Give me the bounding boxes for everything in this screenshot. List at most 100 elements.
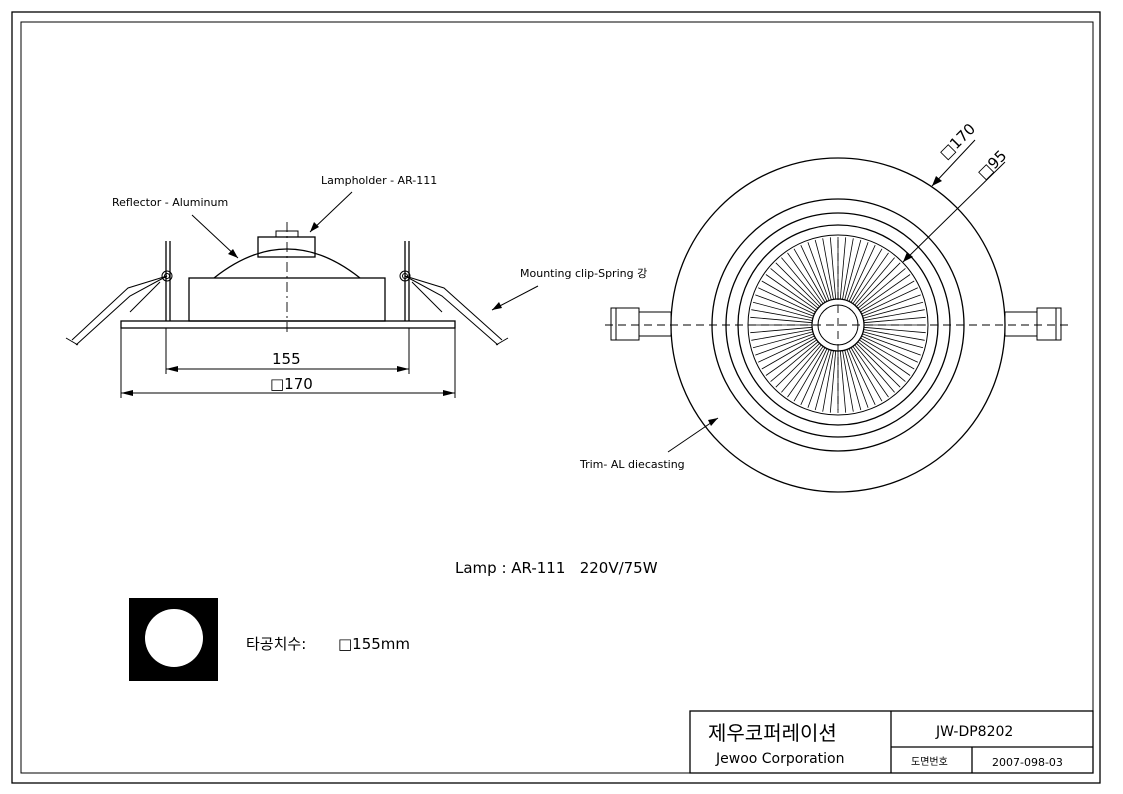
facet-ray: [800, 348, 828, 405]
lampholder: [257, 236, 316, 258]
lampholder-label: Lampholder - AR-111: [321, 174, 437, 187]
facet-ray: [862, 333, 921, 356]
facet-ray: [857, 341, 906, 382]
facet-ray: [852, 346, 889, 398]
facet-ray: [800, 245, 828, 302]
facet-ray: [862, 301, 924, 319]
facet-ray: [758, 335, 815, 363]
facet-ray: [770, 341, 819, 382]
facet-ray: [839, 350, 847, 413]
facet-ray: [863, 309, 925, 321]
facet-ray: [781, 257, 822, 306]
facet-ray: [755, 294, 814, 317]
cutout-label: 타공치수:: [246, 635, 306, 653]
facet-ray: [761, 280, 816, 313]
side-view: [65, 191, 539, 398]
facet-ray: [862, 331, 924, 349]
facet-ray: [861, 287, 918, 315]
outer-border: [11, 11, 1101, 784]
facet-ray: [844, 239, 862, 301]
cutout-symbol: [129, 598, 218, 681]
facet-ray: [848, 348, 876, 405]
dim-side-width: 155: [272, 350, 301, 368]
facet-ray: [829, 350, 837, 413]
facet-ray: [752, 331, 814, 349]
facet-ray: [787, 346, 824, 398]
facet-ray: [770, 268, 819, 309]
facet-ray: [793, 248, 826, 303]
facet-ray: [863, 326, 926, 334]
facet-ray: [863, 316, 926, 324]
company-name-kr: 제우코퍼레이션: [708, 721, 837, 745]
top-view: [605, 139, 1068, 493]
facet-ray: [755, 333, 814, 356]
facet-ray: [822, 350, 834, 412]
facet-ray: [859, 274, 911, 311]
facet-ray: [860, 280, 915, 313]
trim-label: Trim- AL diecasting: [579, 458, 685, 471]
facet-ray: [787, 252, 824, 304]
lamp-spec: Lamp : AR-111 220V/75W: [455, 559, 658, 577]
facet-ray: [848, 245, 876, 302]
facet-ray: [839, 237, 847, 300]
facet-ray: [854, 257, 895, 306]
facet-ray: [850, 248, 883, 303]
facet-ray: [807, 349, 830, 408]
facet-ray: [846, 349, 869, 408]
facet-ray: [860, 337, 915, 370]
mounting-clip-label: Mounting clip-Spring 강: [520, 267, 647, 280]
tab-left: [638, 311, 672, 337]
facet-ray: [781, 344, 822, 393]
facet-ray: [863, 329, 925, 341]
facet-ray: [751, 329, 813, 341]
facet-ray: [846, 242, 869, 301]
facet-ray: [751, 309, 813, 321]
tab-left-head: [610, 307, 640, 341]
facet-ray: [750, 316, 813, 324]
company-name-en: Jewoo Corporation: [715, 751, 844, 767]
tab-right: [1004, 311, 1038, 337]
facet-ray: [807, 242, 830, 301]
facet-ray: [829, 237, 837, 300]
facet-ray: [844, 349, 862, 411]
dim-top-inner: □95: [974, 147, 1010, 183]
facet-ray: [850, 347, 883, 402]
dim-top-outer: □170: [936, 120, 979, 163]
facet-ray: [761, 337, 816, 370]
clip-pivot-right: [399, 270, 411, 282]
dim-side-overall: □170: [270, 375, 313, 393]
facet-ray: [854, 344, 895, 393]
facet-ray: [861, 335, 918, 363]
facet-ray: [793, 347, 826, 402]
trim-plate: [120, 320, 456, 329]
facet-ray: [775, 262, 820, 307]
facet-ray: [842, 238, 854, 300]
facet-ray: [842, 350, 854, 412]
facet-ray: [852, 252, 889, 304]
facet-ray: [856, 343, 901, 388]
facet-ray: [814, 349, 832, 411]
drawing-number: JW-DP8202: [935, 724, 1013, 740]
facet-ray: [765, 274, 817, 311]
clip-pivot-left: [161, 270, 173, 282]
facet-ray: [857, 268, 906, 309]
facet-ray: [856, 262, 901, 307]
facet-ray: [862, 294, 921, 317]
facet-ray: [752, 301, 814, 319]
drawing-number-label: 도면번호: [911, 756, 948, 768]
facet-ray: [765, 339, 817, 376]
facet-ray: [750, 326, 813, 334]
facet-ray: [758, 287, 815, 315]
facet-ray: [822, 238, 834, 300]
facet-ray: [775, 343, 820, 388]
title-block: [689, 710, 1094, 774]
reflector-label: Reflector - Aluminum: [112, 196, 228, 209]
date-code: 2007-098-03: [992, 756, 1063, 769]
tab-right-head: [1036, 307, 1062, 341]
reflector-facets: [750, 237, 926, 413]
facet-ray: [814, 239, 832, 301]
cutout-value: □155mm: [338, 635, 410, 653]
facet-ray: [859, 339, 911, 376]
inner-border: [20, 21, 1094, 774]
